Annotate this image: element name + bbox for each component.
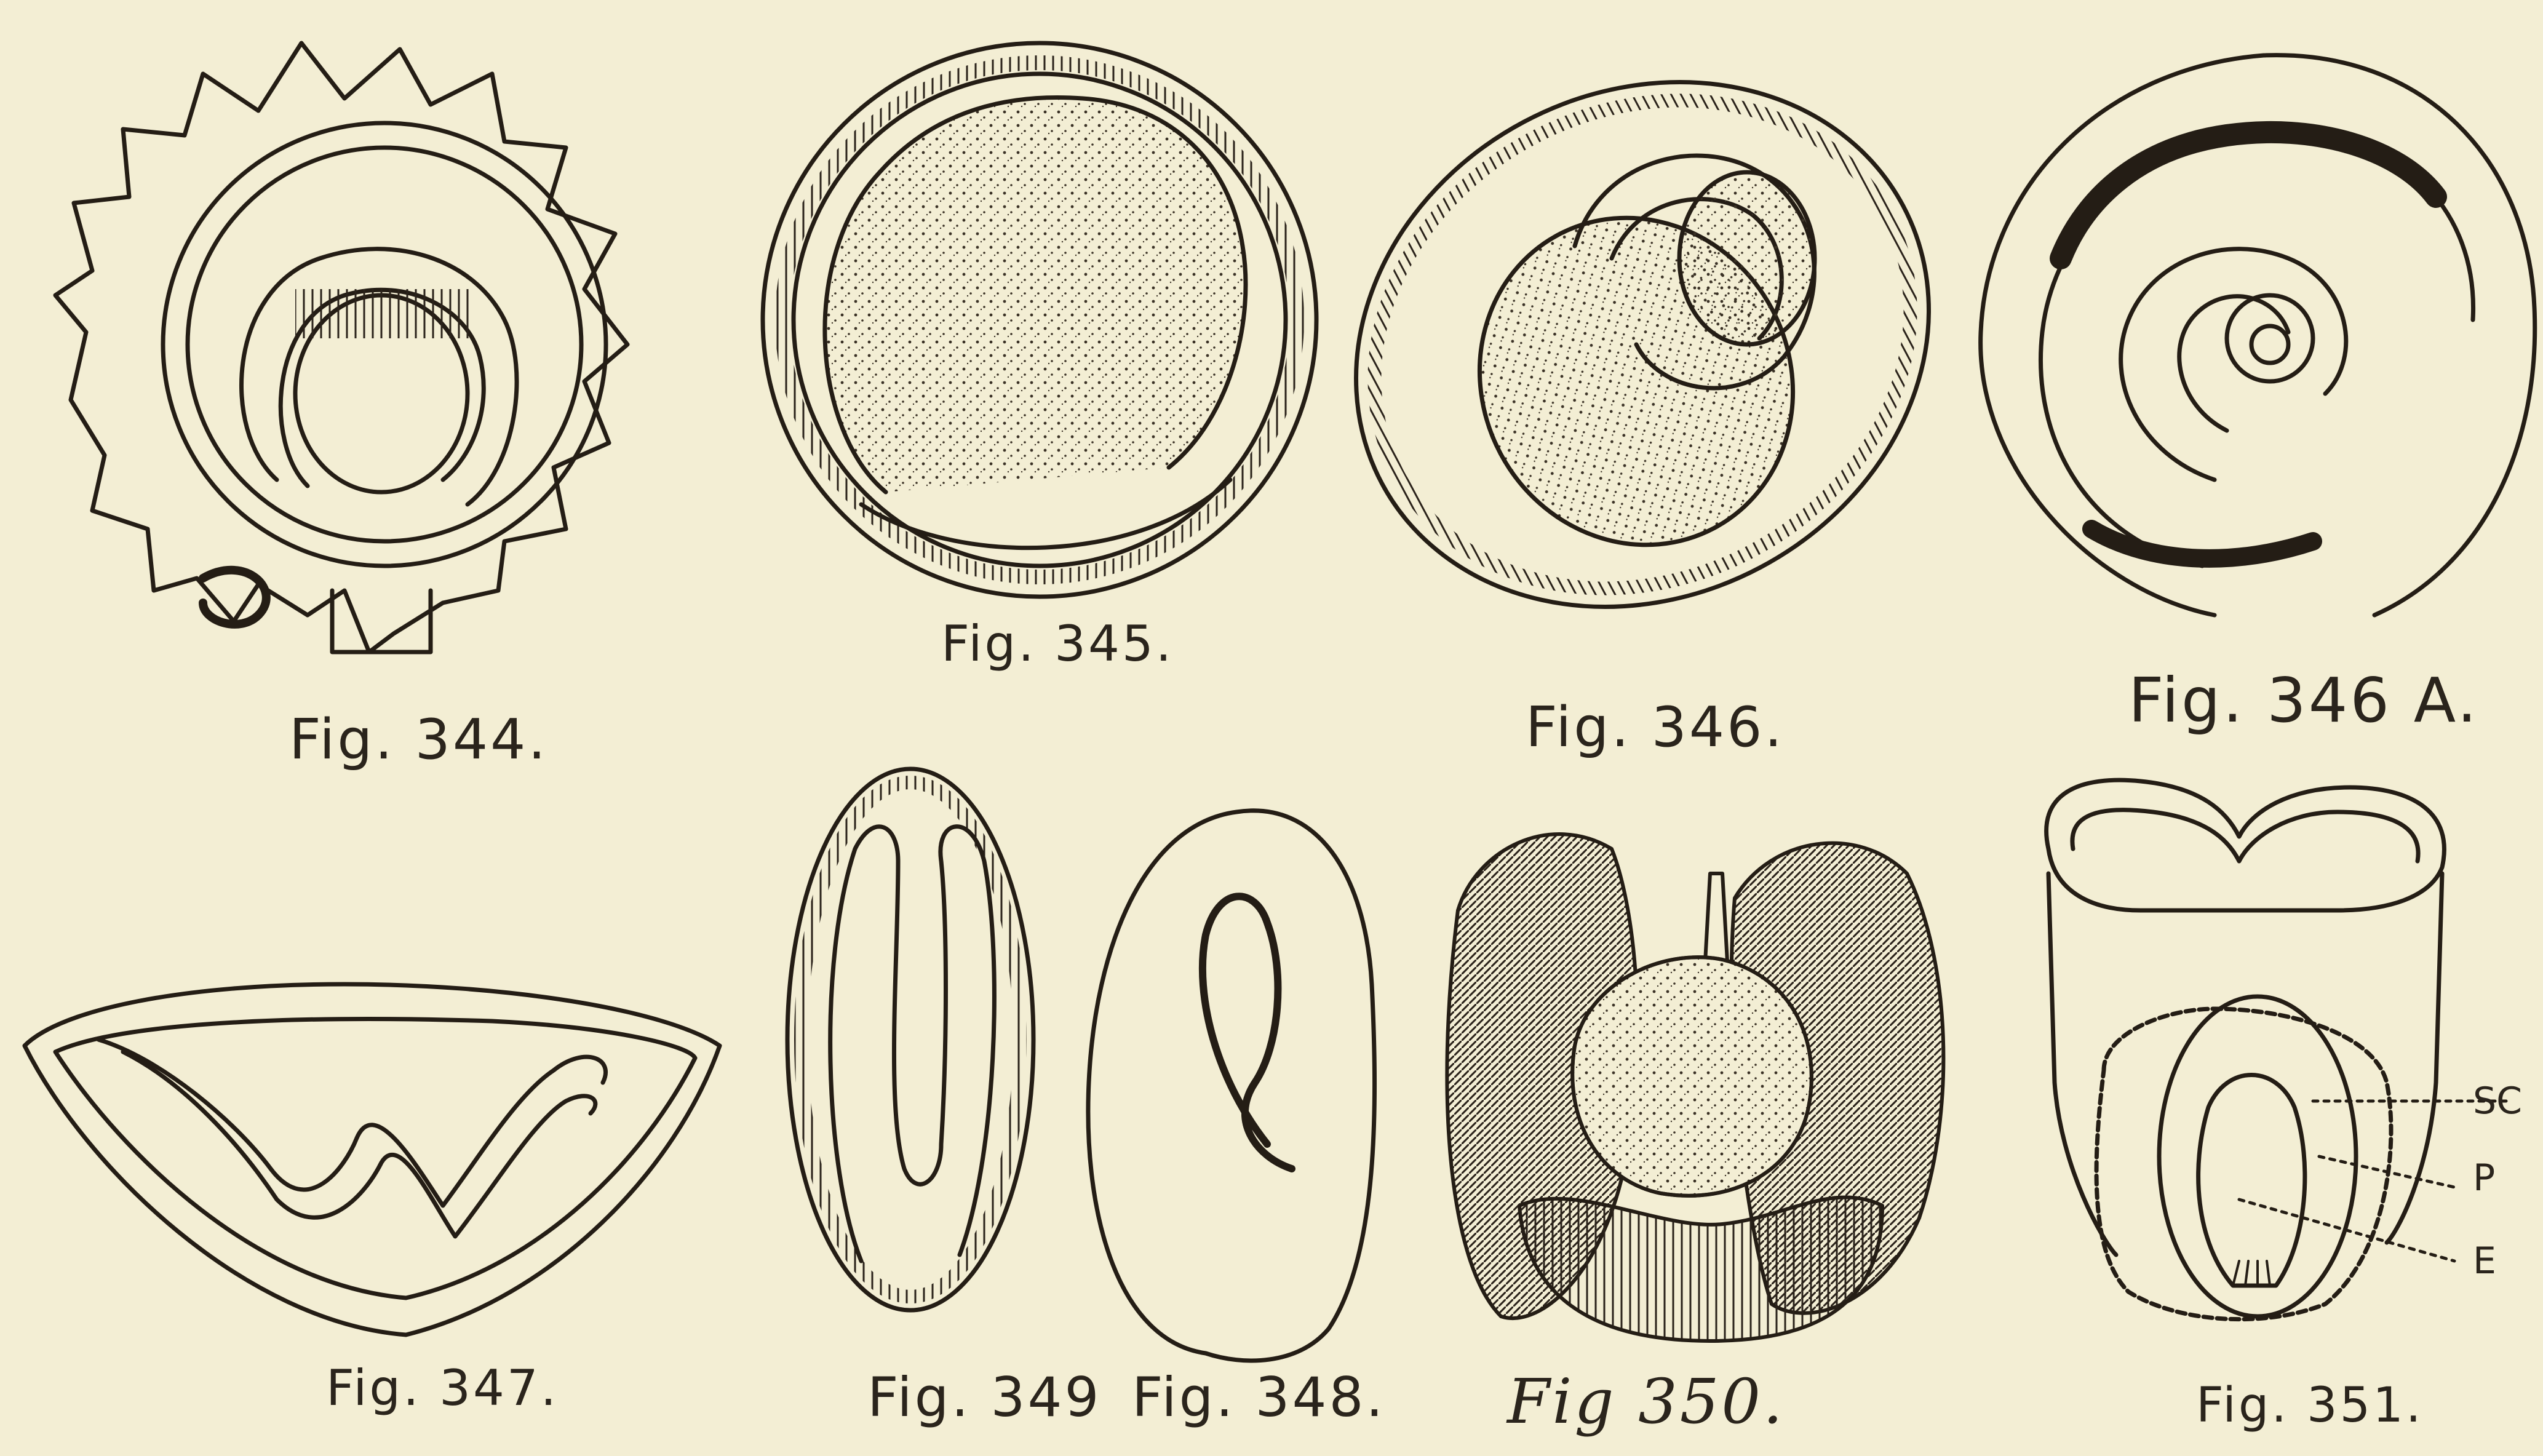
label-p: P [2473,1156,2495,1199]
figure-349-caption: Fig. 349 [867,1366,1101,1429]
figure-350-drawing [1447,834,1943,1341]
label-sc: SC [2473,1080,2522,1123]
figure-351-drawing [2047,780,2510,1319]
figure-349-drawing [787,769,1033,1310]
figure-344-drawing [55,43,627,652]
figure-346-drawing [1264,0,2022,706]
figure-345-caption: Fig. 345. [941,615,1174,672]
figure-346-caption: Fig. 346. [1526,695,1785,760]
figure-344-caption: Fig. 344. [289,707,548,772]
label-e: E [2473,1239,2496,1283]
figure-348-drawing [1088,811,1375,1361]
figure-351-caption: Fig. 351. [2196,1378,2424,1433]
figure-347-drawing [25,984,720,1335]
figure-348-caption: Fig. 348. [1132,1366,1385,1429]
figure-346a-drawing [1981,55,2535,615]
figure-345-drawing [763,43,1316,597]
figure-347-caption: Fig. 347. [326,1359,559,1417]
figure-350-caption: Fig 350. [1507,1366,1785,1438]
figure-346a-caption: Fig. 346 A. [2128,664,2479,736]
